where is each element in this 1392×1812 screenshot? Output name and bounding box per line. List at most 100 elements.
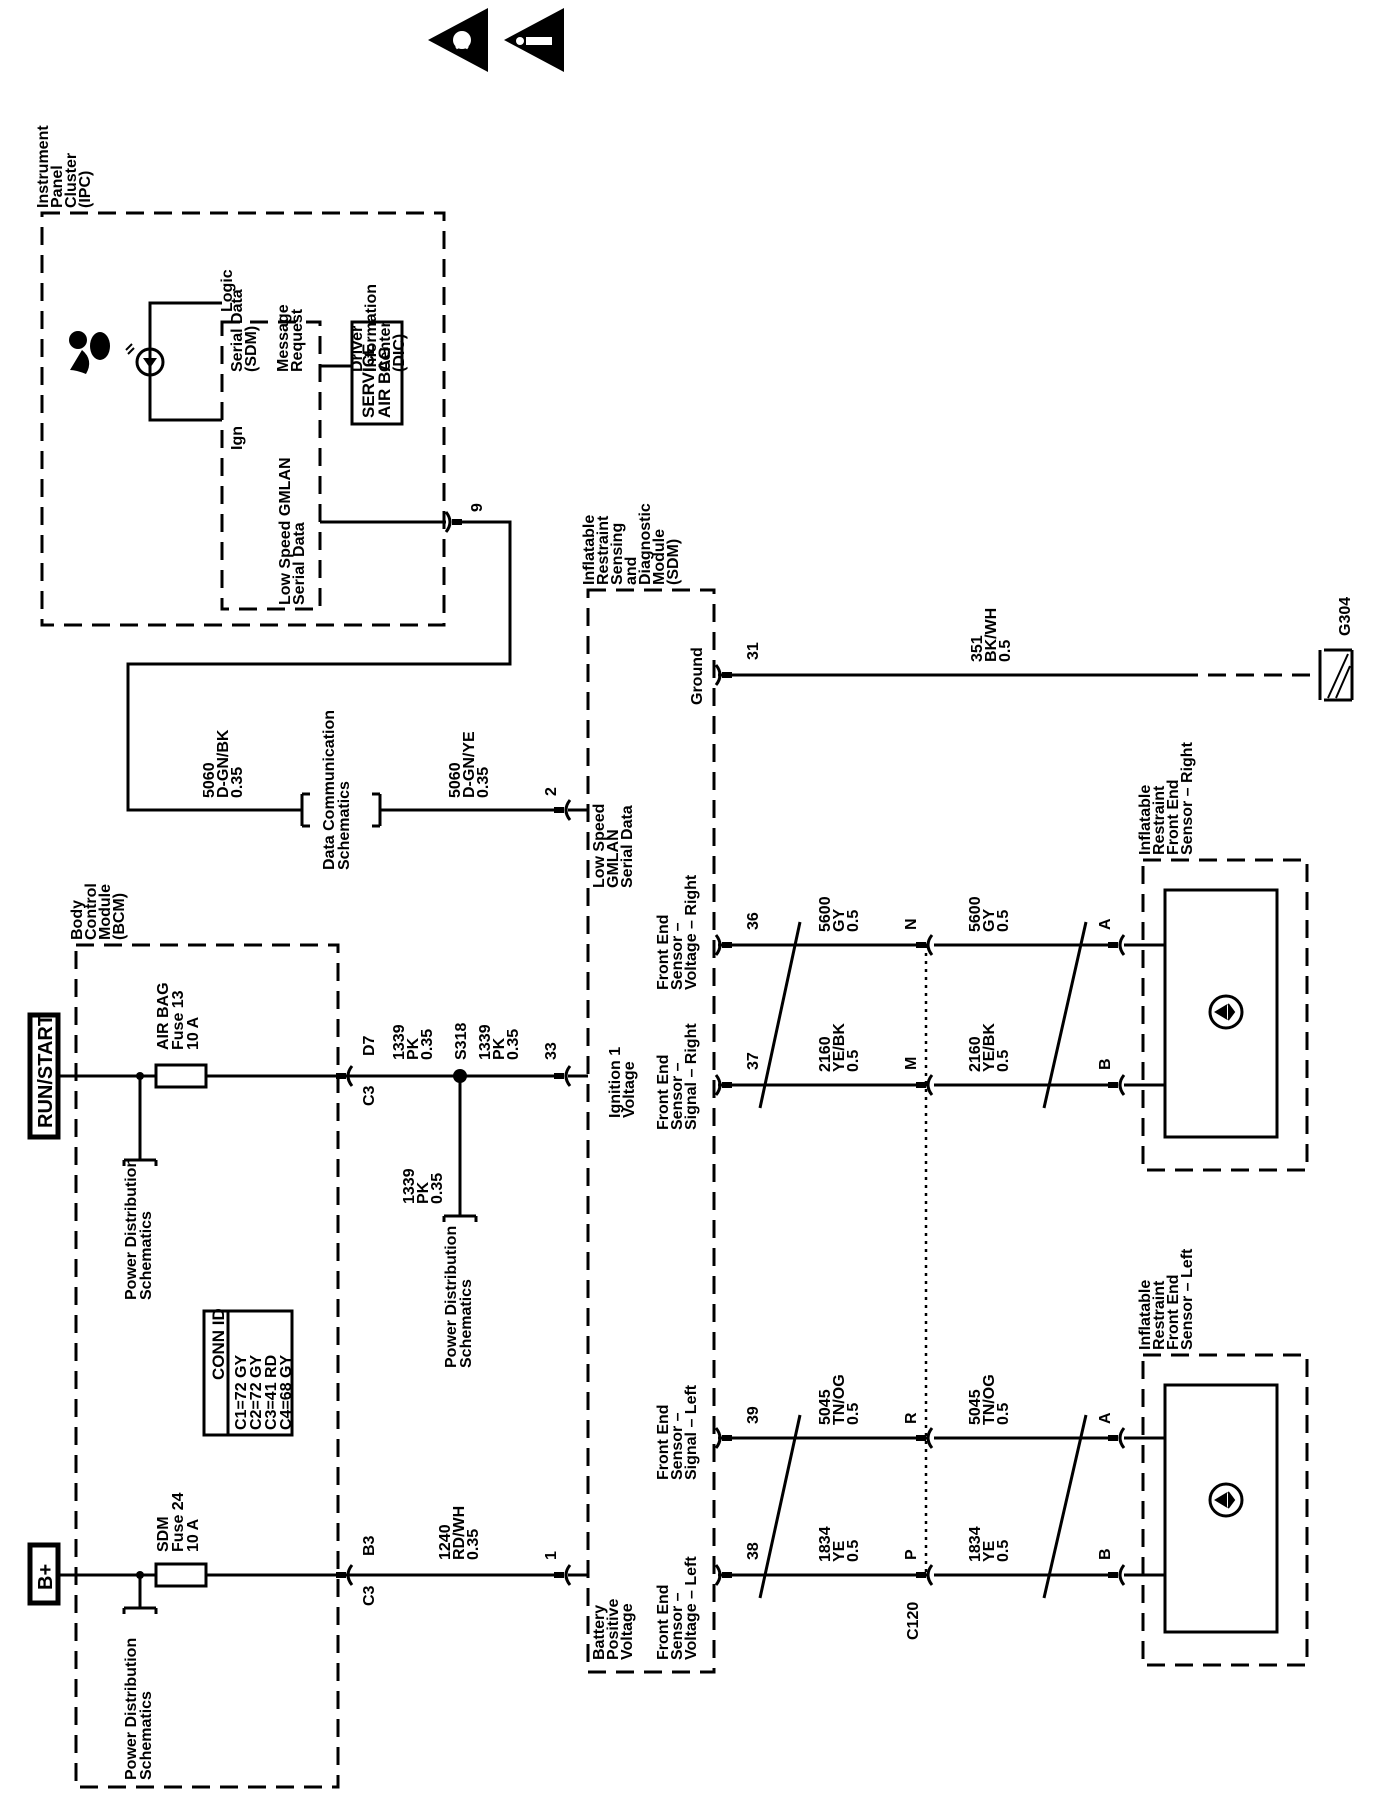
sensor-right-title-line: Restraint — [1151, 785, 1168, 855]
bcm-title: BodyControlModule(BCM) — [69, 883, 128, 940]
bcm-c3-lower: C3 — [361, 1585, 378, 1606]
wire-5600-label-a-line: GY — [831, 909, 848, 932]
sensor-left-pin-a-line: A — [1097, 1412, 1114, 1424]
sdm-fe-voltage-left: Front EndSensor –Voltage – Left — [655, 1556, 700, 1660]
sdm-fe-signal-right-line: Sensor – — [669, 1062, 686, 1130]
sdm-ground-label-line: Ground — [689, 647, 706, 705]
sdm-title-line: (SDM) — [665, 539, 682, 585]
bcm-pin-d7: D7 — [361, 1035, 378, 1056]
wire-2160-label-b-line: YE/BK — [981, 1023, 998, 1072]
wire-1834-label-b-line: 0.5 — [995, 1540, 1012, 1562]
dic-label-line: (DIC) — [391, 334, 408, 372]
sdm-battery-label-line: Voltage — [619, 1603, 636, 1660]
splice-s318-label: S318 — [453, 1023, 470, 1060]
wire-5045-label-a: 5045TN/OG0.5 — [817, 1374, 862, 1425]
c120-pin-n: N — [903, 918, 920, 930]
sdm-ignition-label: Ignition 1Voltage — [607, 1047, 638, 1118]
sensor-right-icon — [1208, 994, 1244, 1030]
bcm-c3-upper-line: C3 — [361, 1085, 378, 1106]
power-dist-label-1: Power DistributionSchematics — [123, 1638, 155, 1780]
sdm-gmlan-label-line: Low Speed — [591, 804, 608, 888]
sensor-left-title-line: Sensor – Left — [1179, 1248, 1196, 1350]
power-dist-label-2: Power DistributionSchematics — [123, 1158, 155, 1300]
sdm-battery-label: BatteryPositiveVoltage — [591, 1599, 636, 1660]
sdm-fe-voltage-left-line: Front End — [655, 1584, 672, 1660]
ipc-title-line: Cluster — [63, 153, 80, 208]
wire-5045-label-b: 5045TN/OG0.5 — [967, 1374, 1012, 1425]
wire-1834-label-a-line: 1834 — [817, 1526, 834, 1562]
sensor-right-title-line: Inflatable — [1137, 785, 1154, 855]
ipc-gmlan-label-line: Low Speed GMLAN — [277, 457, 294, 605]
caution-warning-icon — [504, 8, 564, 72]
wire-5045-label-a-line: 0.5 — [845, 1403, 862, 1425]
power-feeds — [27, 1012, 345, 1614]
sdm-pin-39: 39 — [745, 1406, 762, 1424]
sdm-pin-38-line: 38 — [745, 1542, 762, 1560]
sdm-fe-voltage-left-line: Sensor – — [669, 1592, 686, 1660]
sdm-fe-signal-left-line: Signal – Left — [683, 1384, 700, 1480]
wire-2160-label-a-line: 0.5 — [845, 1050, 862, 1072]
power-dist-label-2-line: Power Distribution — [123, 1158, 140, 1300]
sdm-fe-voltage-right: Front EndSensor –Voltage – Right — [655, 874, 700, 990]
ipc-gmlan-label: Low Speed GMLANSerial Data — [277, 457, 308, 605]
ipc-title-line: (IPC) — [77, 171, 94, 208]
c120-pin-r: R — [903, 1412, 920, 1424]
airbag-person-icon — [69, 331, 110, 374]
sdm-fe-voltage-right-line: Voltage – Right — [683, 874, 700, 990]
wire-1339-label-a-line: 0.35 — [419, 1029, 436, 1060]
ipc-gmlan-label-line: Serial Data — [291, 522, 308, 605]
wire-5600-label-b-line: 0.5 — [995, 910, 1012, 932]
power-dist-label-1-line: Power Distribution — [123, 1638, 140, 1780]
airbag-fuse-label-line: 10 A — [185, 1016, 202, 1050]
c120-label: C120 — [905, 1602, 922, 1640]
bcm-module — [74, 943, 340, 1789]
sdm-fe-voltage-right-line: Sensor – — [669, 922, 686, 990]
bcm-title-line: Module — [97, 884, 114, 940]
conn-id-rows-line: C3=41 RD — [263, 1355, 280, 1430]
conn-id-table — [202, 1309, 294, 1437]
conn-id-rows-line: C2=72 GY — [248, 1355, 265, 1430]
wire-2160-label-b-line: 2160 — [967, 1036, 984, 1072]
sdm-pin-33: 33 — [543, 1042, 560, 1060]
sdm-pin-2: 2 — [543, 787, 560, 796]
dic-label-line: Center — [377, 321, 394, 372]
wire-1834-label-a: 1834YE0.5 — [817, 1526, 862, 1562]
power-dist-label-3-line: Schematics — [458, 1279, 475, 1368]
sdm-fe-signal-left-line: Front End — [655, 1404, 672, 1480]
bplus-label: B+ — [35, 1564, 57, 1590]
wire-1240 — [334, 1563, 588, 1587]
ipc-pin-9: 9 — [469, 503, 486, 512]
conn-id-rows-line: C1=72 GY — [233, 1355, 250, 1430]
wire-5600-label-b-line: 5600 — [967, 896, 984, 932]
service-airbag-text-line: AIR BAG — [375, 346, 394, 418]
ipc-serial-sdm-label: Serial Data(SDM) — [229, 289, 260, 372]
sdm-title-line: Sensing — [609, 523, 626, 585]
sdm-gmlan-label-line: GMLAN — [605, 829, 622, 888]
dic-label-line: Information — [363, 284, 380, 372]
sensor-right-title-line: Sensor – Right — [1179, 741, 1196, 855]
sensor-left-title-line: Restraint — [1151, 1280, 1168, 1350]
sdm-pin-31-line: 31 — [745, 642, 762, 660]
bcm-c3-upper: C3 — [361, 1085, 378, 1106]
wire-5045-label-b-line: TN/OG — [981, 1374, 998, 1425]
sdm-pin-31: 31 — [745, 642, 762, 660]
c120-pin-r-line: R — [903, 1412, 920, 1424]
sdm-fuse-label-line: 10 A — [185, 1518, 202, 1552]
wire-1240-label-line: RD/WH — [451, 1506, 468, 1560]
airbag-fuse-label-line: Fuse 13 — [170, 990, 187, 1050]
sensor-right-pin-a-line: A — [1097, 918, 1114, 930]
ipc-message-label-line: Request — [289, 308, 306, 372]
sensor-right-title-line: Front End — [1165, 779, 1182, 855]
wire-5600-label-a-line: 0.5 — [845, 910, 862, 932]
conn-id-rows-line: C4=68 GY — [278, 1355, 295, 1430]
data-comm-label-line: Data Communication — [321, 710, 338, 870]
wire-5060-label-a-line: D-GN/BK — [215, 729, 232, 798]
sdm-battery-label-line: Positive — [605, 1599, 622, 1660]
wire-351-label-line: 351 — [969, 635, 986, 662]
ipc-boundary — [40, 211, 446, 627]
power-dist-label-3-line: Power Distribution — [443, 1226, 460, 1368]
ipc-serial-sdm-label-line: (SDM) — [243, 326, 260, 372]
wire-5060-label-b-line: 0.35 — [475, 767, 492, 798]
ipc-message-label-line: Message — [275, 304, 292, 372]
bcm-title-line: (BCM) — [111, 893, 128, 940]
